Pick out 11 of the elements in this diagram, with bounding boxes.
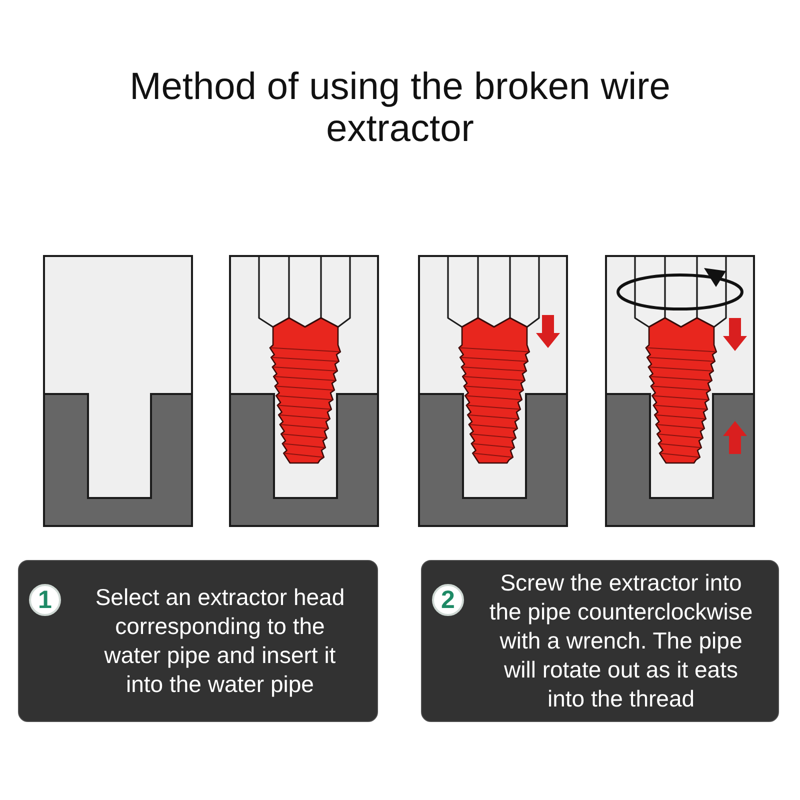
title: Method of using the broken wire extractor [128, 66, 672, 150]
pipe-cross-section-drawing [229, 255, 379, 527]
pipe-cross-section-drawing [418, 255, 568, 527]
step-card [18, 560, 378, 722]
step-description: Select an extractor head corresponding to the water pipe and insert it into the water pipe [94, 583, 346, 699]
step-description: Screw the extractor into the pipe counterclockwise with a wrench. The pipe will rotate out as it eats into the thread [488, 568, 754, 714]
step-card [421, 560, 779, 722]
step-number: 2 [432, 584, 464, 616]
pipe-cross-section-drawing [43, 255, 193, 527]
step-number: 1 [29, 584, 61, 616]
pipe-cross-section-drawing [605, 255, 755, 527]
